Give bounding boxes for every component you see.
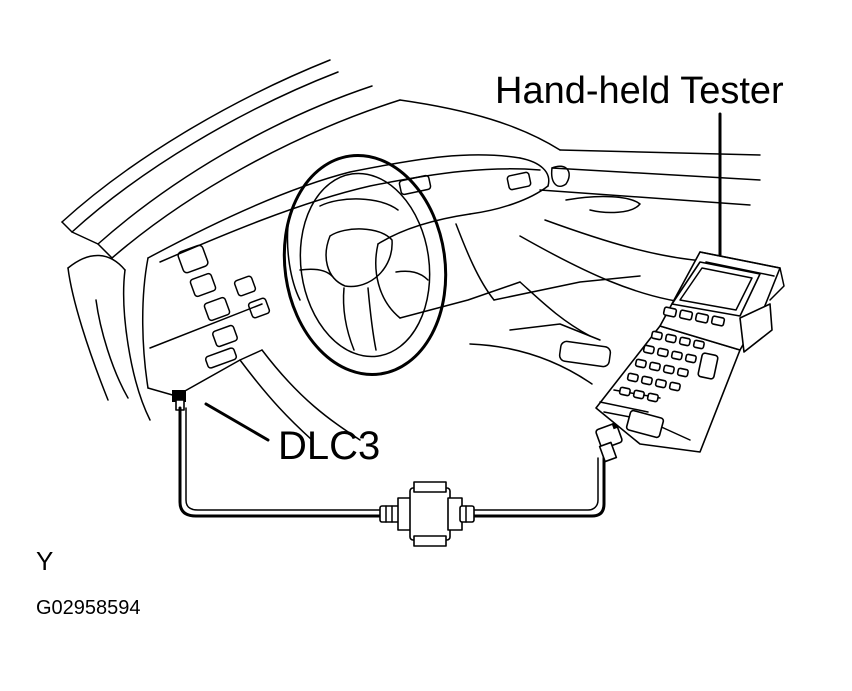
- windshield: [399, 99, 761, 206]
- hand-held-tester-label: Hand-held Tester: [495, 70, 784, 112]
- dashboard: [142, 154, 721, 441]
- steering-wheel: [282, 154, 448, 376]
- car-interior-illustration: [61, 59, 761, 441]
- mark-label: Y: [36, 546, 54, 576]
- diagnostic-cable: [178, 406, 606, 518]
- dlc3-leader-line: [204, 402, 270, 442]
- dlc3-connector: [172, 390, 186, 411]
- dlc3-port: [172, 390, 186, 402]
- cable-adapter: [379, 481, 475, 547]
- hand-held-tester: [595, 251, 785, 463]
- windshield-pillar: [61, 59, 401, 259]
- leader-lines: [204, 112, 722, 442]
- door-panel: [67, 254, 151, 421]
- dlc3-label: DLC3: [278, 424, 381, 468]
- figure-code-label: G02958594: [36, 597, 141, 619]
- tester-keypad: [618, 330, 719, 403]
